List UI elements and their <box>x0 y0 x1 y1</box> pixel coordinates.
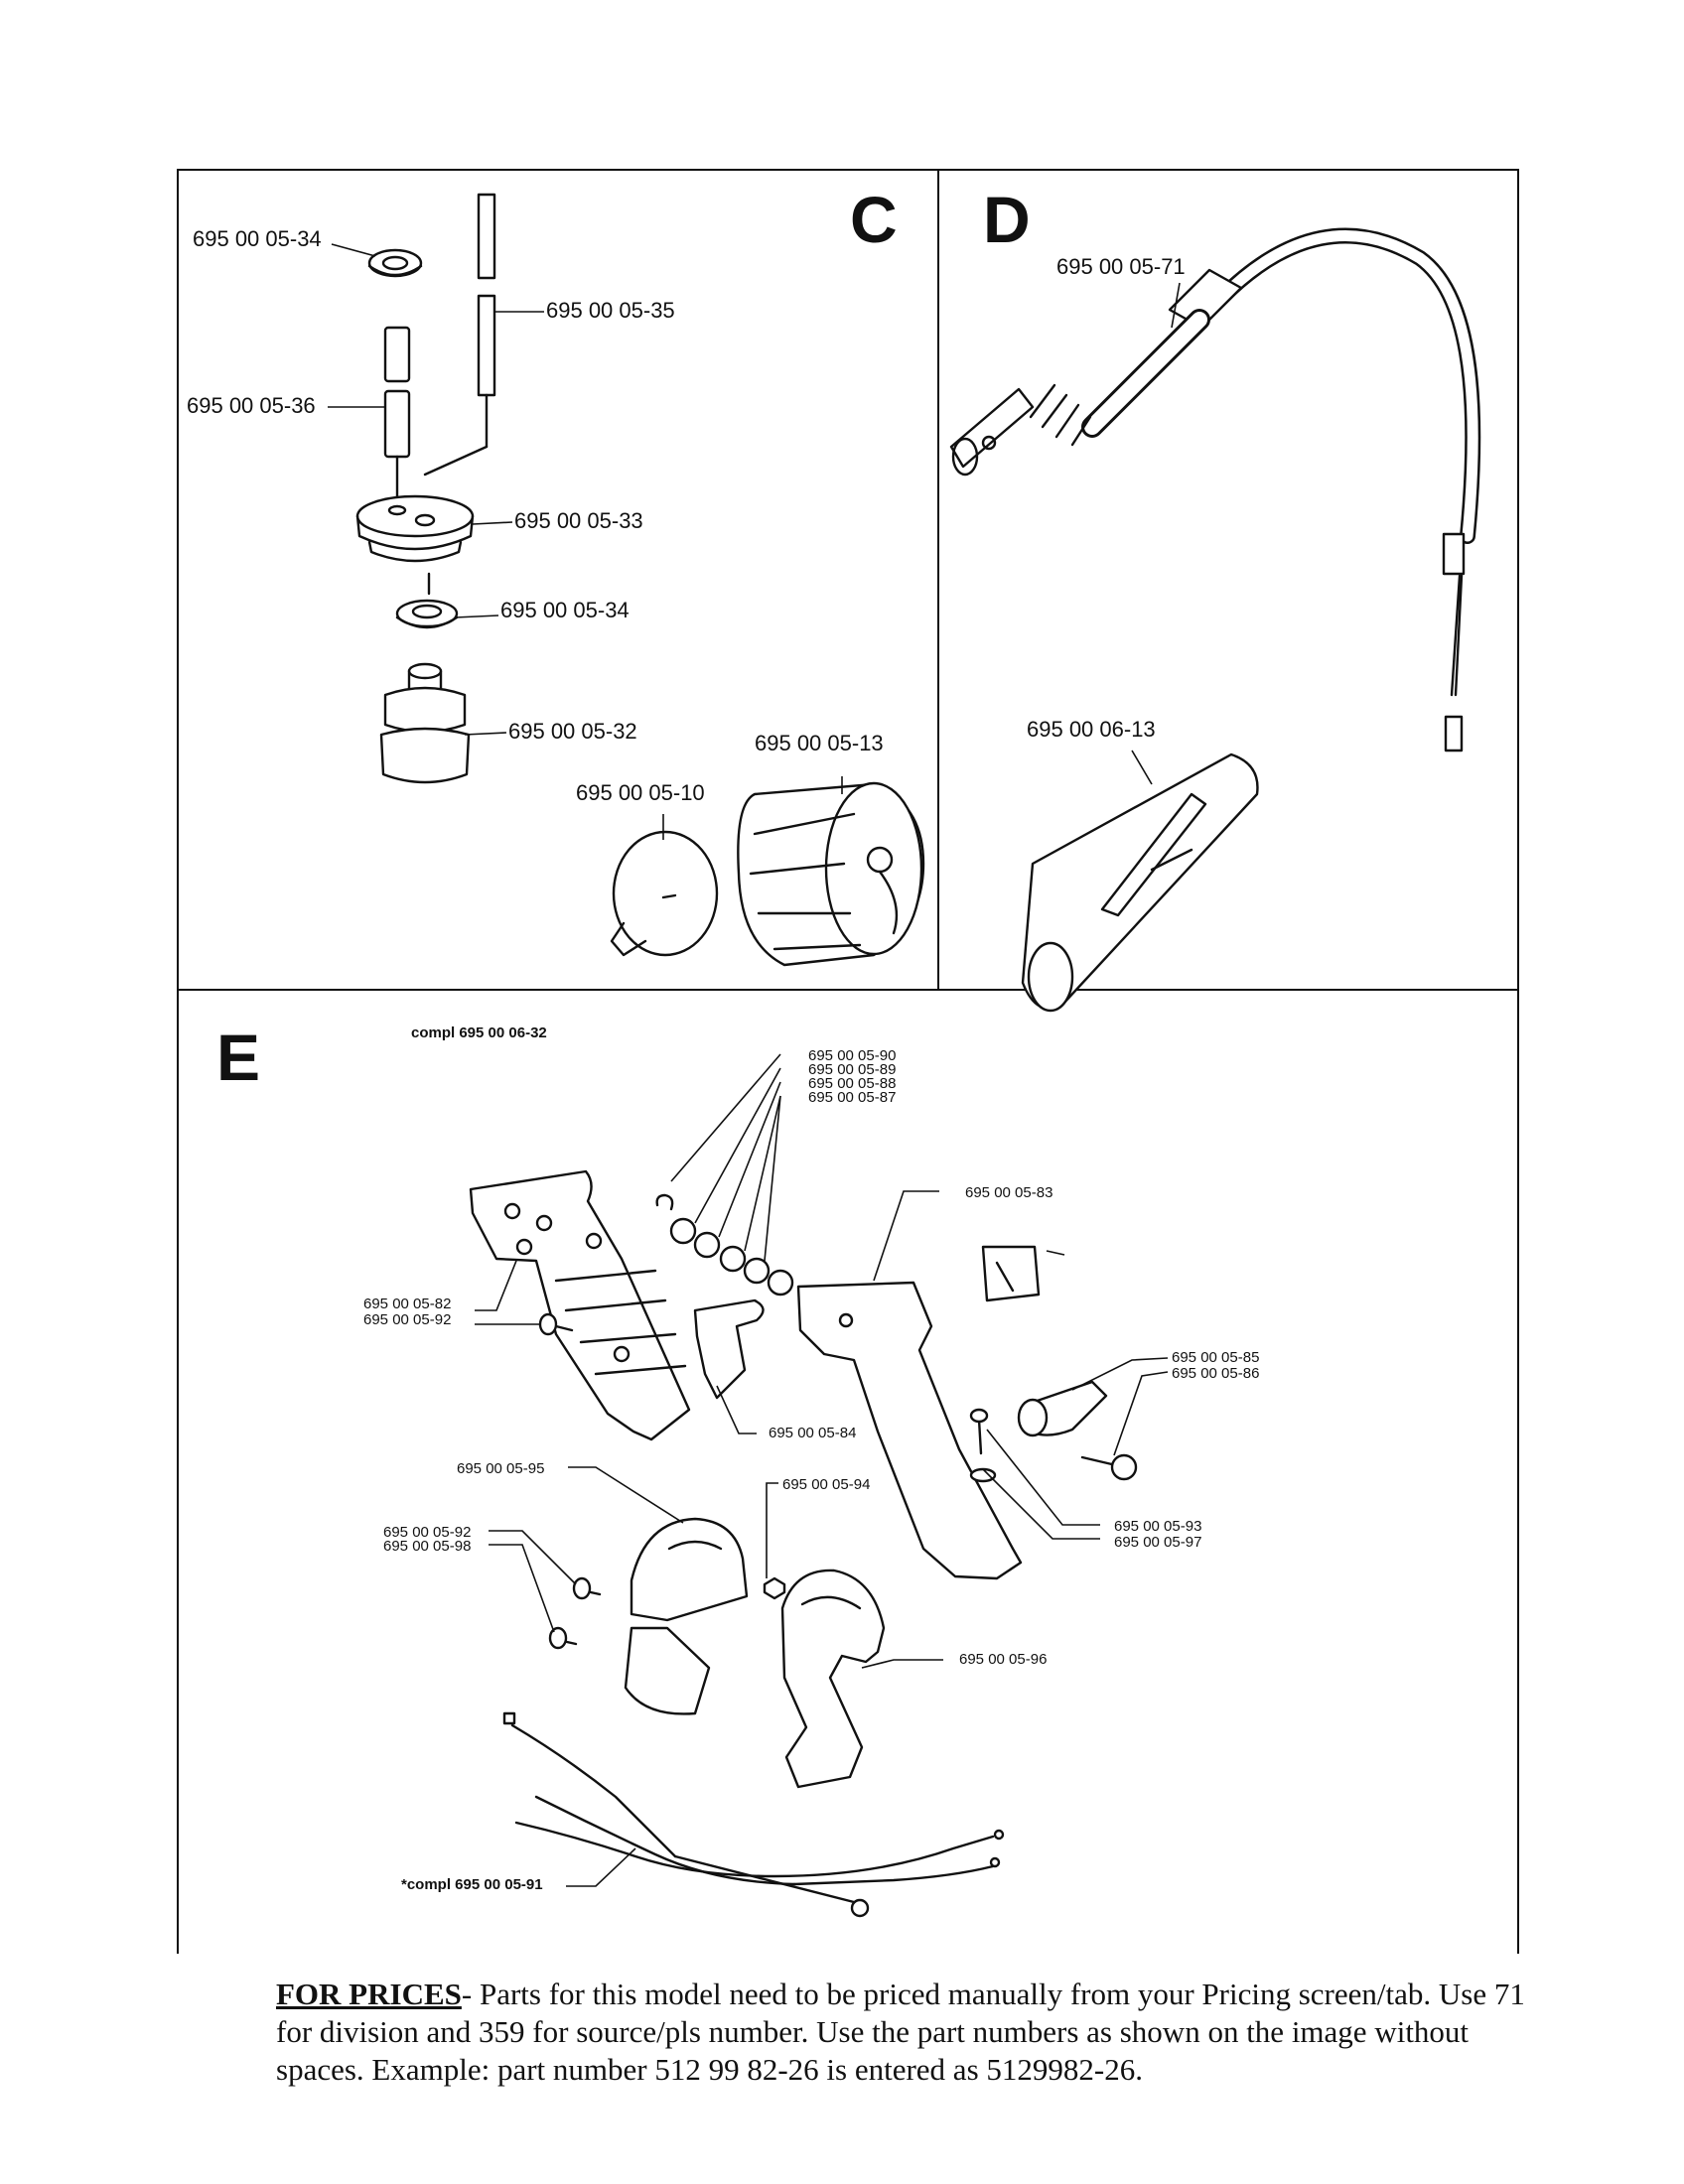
part-label-695-00-05-85: 695 00 05-85 <box>1172 1349 1260 1366</box>
cover-plate-drawing <box>355 494 475 563</box>
washer-mid-drawing <box>395 572 459 629</box>
part-label-695-00-05-89: 695 00 05-89 <box>808 1061 897 1078</box>
pricing-note-text: - Parts for this model need to be priced… <box>276 1977 1525 2087</box>
cable-drawing <box>502 1711 1005 1918</box>
part-label-695-00-05-13: 695 00 05-13 <box>755 731 884 755</box>
section-letter-d: D <box>983 183 1031 256</box>
handle-half-right-drawing <box>796 1281 1023 1580</box>
washers-drawing <box>655 1193 794 1297</box>
handle-grip-drawing <box>1021 752 1259 1013</box>
washer-top-drawing <box>367 248 423 278</box>
nut-drawing <box>763 1576 786 1600</box>
handle-half-left-drawing <box>469 1169 691 1441</box>
part-label-695-00-05-36: 695 00 05-36 <box>187 393 316 418</box>
part-label-695-00-05-93: 695 00 05-93 <box>1114 1518 1202 1535</box>
flexible-shaft-drawing <box>949 227 1481 752</box>
switch-cover-drawing <box>981 1245 1041 1302</box>
part-label-695-00-05-35: 695 00 05-35 <box>546 298 675 323</box>
trigger-drawing <box>693 1298 765 1400</box>
part-label-695-00-05-92-upper: 695 00 05-92 <box>363 1311 452 1328</box>
section-letter-e: E <box>216 1021 261 1094</box>
part-label-695-00-05-97: 695 00 05-97 <box>1114 1534 1202 1551</box>
screw-drawing <box>538 1312 574 1336</box>
part-label-695-00-05-32: 695 00 05-32 <box>508 719 637 744</box>
part-label-compl-695-00-05-91: *compl 695 00 05-91 <box>401 1876 543 1893</box>
clamp-lower-drawing <box>780 1569 886 1789</box>
screws-lower-drawing <box>548 1576 602 1650</box>
part-label-695-00-05-82: 695 00 05-82 <box>363 1296 452 1312</box>
section-e-frame <box>177 989 1519 1954</box>
part-label-695-00-05-92-lower: 695 00 05-92 <box>383 1524 472 1541</box>
compl-label: compl 695 00 06-32 <box>411 1024 547 1041</box>
part-label-695-00-05-34-mid: 695 00 05-34 <box>500 598 630 622</box>
part-label-695-00-06-13: 695 00 06-13 <box>1027 717 1156 742</box>
bushing-drawing <box>383 326 411 506</box>
part-label-695-00-05-83: 695 00 05-83 <box>965 1184 1053 1201</box>
pricing-note-heading: FOR PRICES <box>276 1977 462 2011</box>
part-label-695-00-05-90: 695 00 05-90 <box>808 1047 897 1064</box>
clamp-upper-drawing <box>624 1517 749 1715</box>
rod-drawing <box>423 193 496 477</box>
part-label-695-00-05-33: 695 00 05-33 <box>514 508 643 533</box>
pricing-note: FOR PRICES- Parts for this model need to… <box>276 1976 1527 2089</box>
part-label-695-00-05-87: 695 00 05-87 <box>808 1089 897 1106</box>
part-label-695-00-05-10: 695 00 05-10 <box>576 780 705 805</box>
part-label-695-00-05-98: 695 00 05-98 <box>383 1538 472 1555</box>
part-label-695-00-05-88: 695 00 05-88 <box>808 1075 897 1092</box>
switch-drawing <box>1017 1380 1138 1481</box>
part-label-695-00-05-86: 695 00 05-86 <box>1172 1365 1260 1382</box>
section-letter-c: C <box>850 183 898 256</box>
part-label-695-00-05-71: 695 00 05-71 <box>1056 254 1186 279</box>
part-label-695-00-05-34-top: 695 00 05-34 <box>193 226 322 251</box>
part-label-695-00-05-84: 695 00 05-84 <box>769 1425 857 1441</box>
part-label-695-00-05-96: 695 00 05-96 <box>959 1651 1048 1668</box>
cap-drawing <box>610 830 719 957</box>
part-label-695-00-05-94: 695 00 05-94 <box>782 1476 871 1493</box>
screw-small-drawing <box>969 1408 997 1483</box>
drum-drawing <box>737 781 925 967</box>
part-label-695-00-05-95: 695 00 05-95 <box>457 1460 545 1477</box>
mount-drawing <box>379 662 471 784</box>
